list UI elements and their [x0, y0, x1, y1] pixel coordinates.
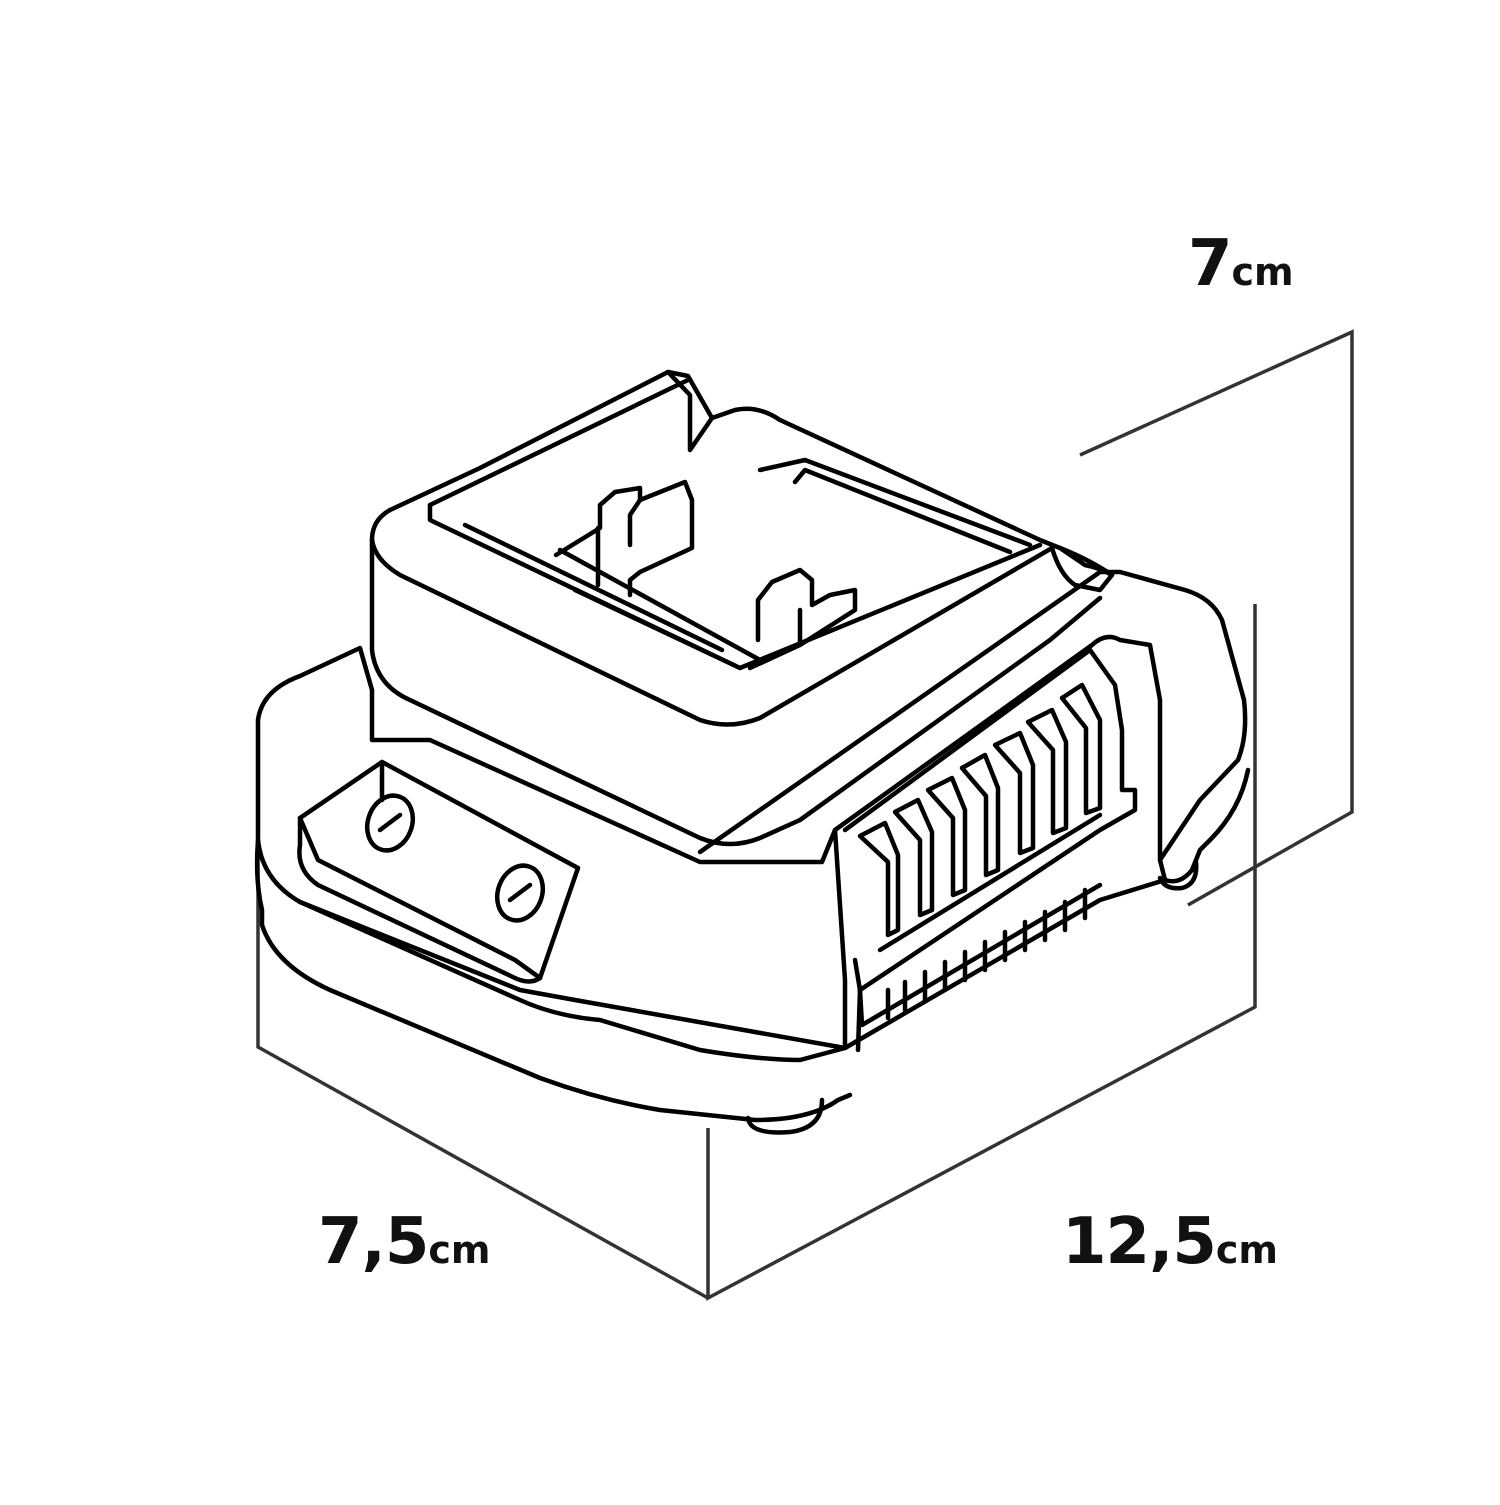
vent-grille	[842, 647, 1138, 993]
mount-hole-2	[494, 863, 546, 923]
vent-slat-4	[959, 752, 1001, 878]
vent-slat-3	[925, 775, 968, 898]
height-value: 7	[1188, 227, 1233, 301]
width-dimension-line	[706, 604, 1257, 1301]
depth-value: 7,5	[318, 1205, 429, 1279]
height-unit: cm	[1231, 250, 1294, 294]
height-dimension-line	[1079, 329, 1354, 907]
vent-slat-7	[1059, 682, 1103, 816]
depth-dimension-label: 7,5cm	[318, 1210, 491, 1274]
base-shell	[255, 569, 1248, 865]
width-dimension-label: 12,5cm	[1062, 1210, 1278, 1274]
terminal-left	[553, 479, 695, 598]
height-dimension-label: 7cm	[1188, 232, 1294, 296]
vent-lower-row	[885, 887, 1088, 1021]
battery-slide-housing	[369, 369, 1115, 578]
width-value: 12,5	[1062, 1205, 1217, 1279]
foot	[745, 1097, 825, 1135]
width-unit: cm	[1215, 1228, 1279, 1272]
vent-slat-2	[892, 797, 935, 918]
mount-hole-1	[364, 793, 416, 853]
foot-right	[1157, 859, 1199, 891]
vent-slat-6	[1025, 707, 1069, 836]
battery-charger-illustration	[254, 369, 1251, 1135]
terminal-right	[747, 567, 858, 671]
vent-slat-1	[857, 820, 901, 938]
depth-unit: cm	[428, 1228, 491, 1272]
vent-slat-5	[992, 730, 1036, 856]
